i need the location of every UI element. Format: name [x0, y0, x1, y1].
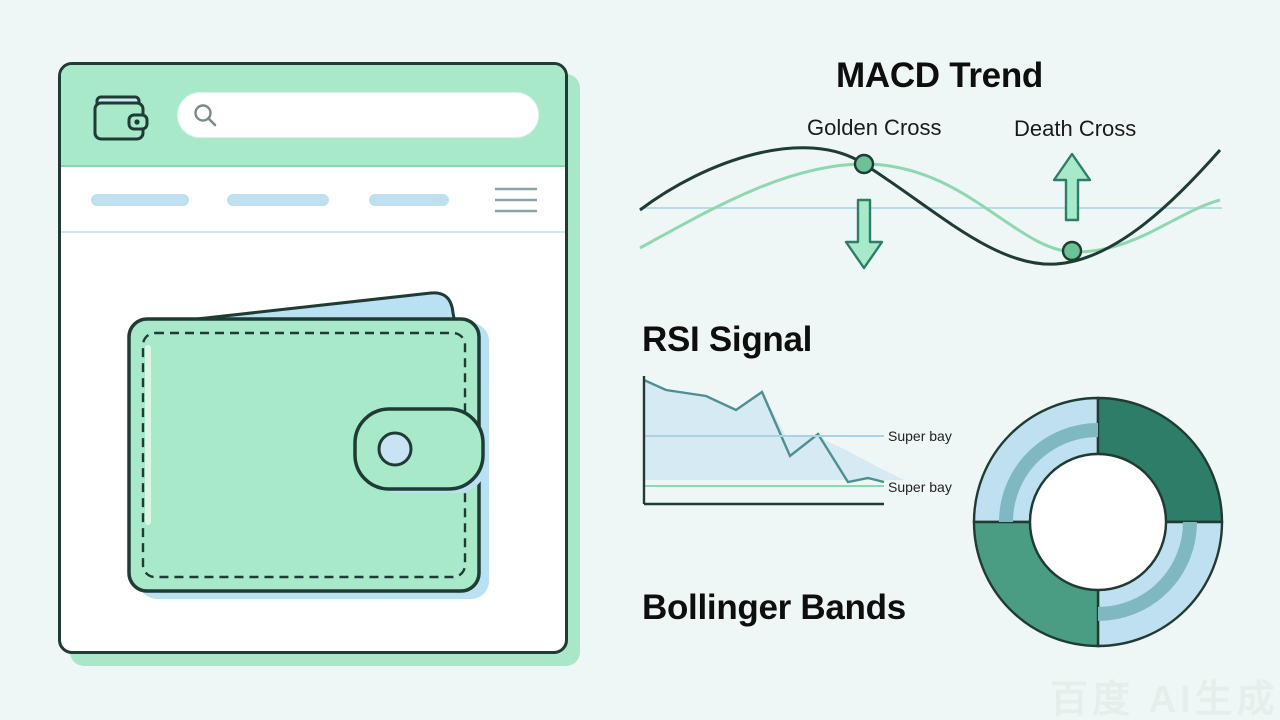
- search-bar[interactable]: [177, 92, 539, 138]
- macd-signal-line: [639, 162, 1221, 254]
- rsi-lower-label: Super bay: [888, 479, 952, 495]
- nav-item-1[interactable]: [91, 194, 189, 206]
- rsi-area: [644, 380, 924, 480]
- macd-chart: [639, 146, 1222, 270]
- bollinger-donut-chart: [972, 396, 1224, 648]
- search-icon: [194, 104, 217, 127]
- rsi-chart: [642, 376, 924, 506]
- app-header: [61, 65, 565, 167]
- death-cross-label: Death Cross: [1014, 116, 1137, 141]
- donut-inner-band-top-left: [999, 423, 1099, 523]
- donut-hole: [1028, 452, 1168, 592]
- nav-item-3[interactable]: [369, 194, 449, 206]
- nav-item-2[interactable]: [227, 194, 329, 206]
- wallet-icon[interactable]: [89, 91, 153, 145]
- rsi-line: [643, 378, 885, 484]
- arrow-down-icon: [844, 198, 884, 270]
- macd-line: [639, 146, 1222, 266]
- rsi-upper-label: Super bay: [888, 428, 952, 444]
- bollinger-title: Bollinger Bands: [642, 588, 906, 627]
- search-input[interactable]: [226, 93, 538, 137]
- wallet-illustration: [127, 291, 489, 599]
- golden-cross-marker: [853, 153, 875, 175]
- hamburger-menu-icon[interactable]: [493, 185, 539, 215]
- rsi-title: RSI Signal: [642, 320, 813, 359]
- wallet-app-window: [58, 62, 568, 654]
- nav-bar: [61, 167, 565, 233]
- watermark: 百度 AI生成: [1050, 679, 1279, 720]
- death-cross-marker: [1061, 240, 1083, 262]
- arrow-up-icon: [1052, 152, 1092, 222]
- donut-inner-band-bottom-right: [1097, 521, 1197, 621]
- golden-cross-label: Golden Cross: [807, 115, 942, 140]
- macd-title: MACD Trend: [836, 56, 1044, 95]
